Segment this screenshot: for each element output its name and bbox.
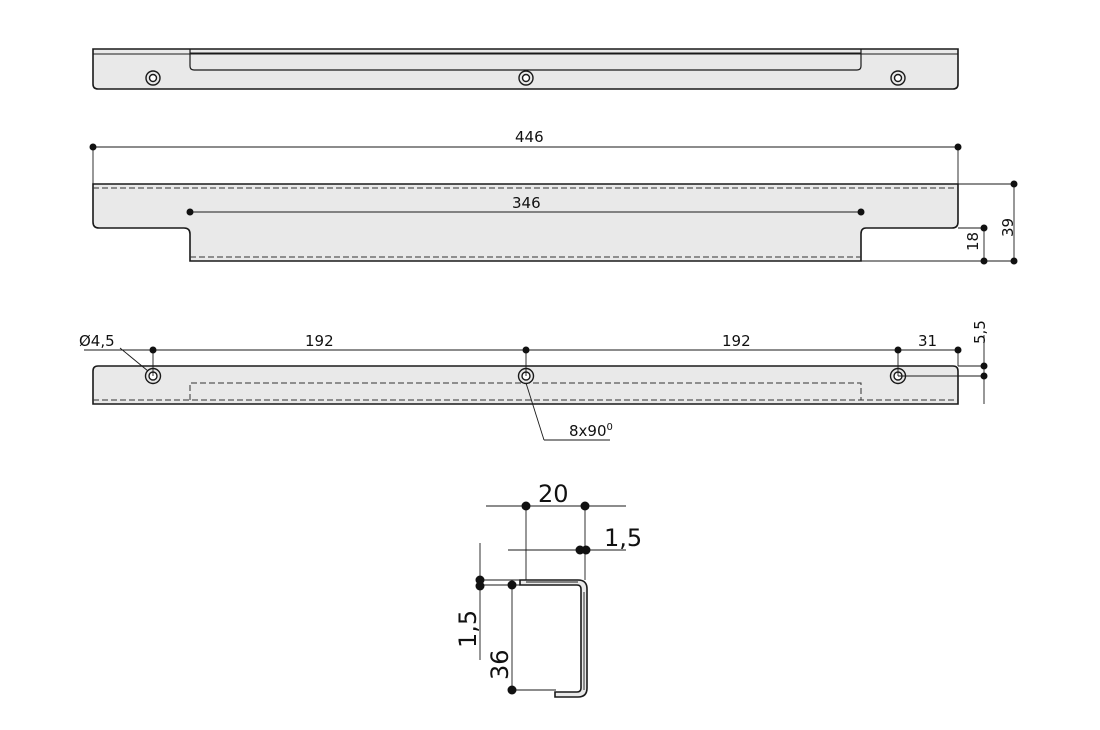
dimension-label: 8x900 xyxy=(569,422,613,440)
dimension-thickness-side: 1,5 xyxy=(454,543,520,660)
mounting-hole xyxy=(145,70,161,86)
dimension-profile-width: 20 xyxy=(486,480,626,580)
bottom-view: Ø4,5 192 192 31 5,5 8x900 xyxy=(79,320,989,441)
dimension-label: 1,5 xyxy=(604,524,642,552)
dimension-label: 346 xyxy=(512,194,541,212)
countersink-callout: 8x900 xyxy=(525,382,613,441)
dimension-label: 192 xyxy=(722,332,751,350)
front-view: 446 346 39 18 xyxy=(89,128,1018,265)
dimension-profile-depth: 36 xyxy=(486,580,556,695)
dimension-label: 5,5 xyxy=(971,320,989,344)
dimension-label: 36 xyxy=(486,649,514,680)
dimension-height-step: 18 xyxy=(958,224,988,265)
dimension-hole-height: 5,5 xyxy=(898,320,989,404)
dimension-handle-length: 346 xyxy=(186,194,865,216)
dimension-label: 20 xyxy=(538,480,569,508)
dimension-label: 18 xyxy=(964,232,982,251)
dimension-label: 446 xyxy=(515,128,544,146)
dimension-height-total: 39 xyxy=(861,180,1018,265)
dimension-thickness-top: 1,5 xyxy=(508,524,642,555)
dimension-label: 39 xyxy=(999,218,1017,237)
profile-section: 20 1,5 1,5 36 xyxy=(454,480,642,698)
dimension-hole-pitch: Ø4,5 192 192 31 xyxy=(79,332,962,376)
dimension-label: 31 xyxy=(918,332,937,350)
top-view xyxy=(92,48,959,90)
dimension-label: 192 xyxy=(305,332,334,350)
dimension-label: 1,5 xyxy=(454,610,482,648)
mounting-hole xyxy=(890,70,906,86)
mounting-hole xyxy=(518,70,534,86)
dimension-label: Ø4,5 xyxy=(79,332,115,350)
dimension-overall-length: 446 xyxy=(89,128,962,184)
